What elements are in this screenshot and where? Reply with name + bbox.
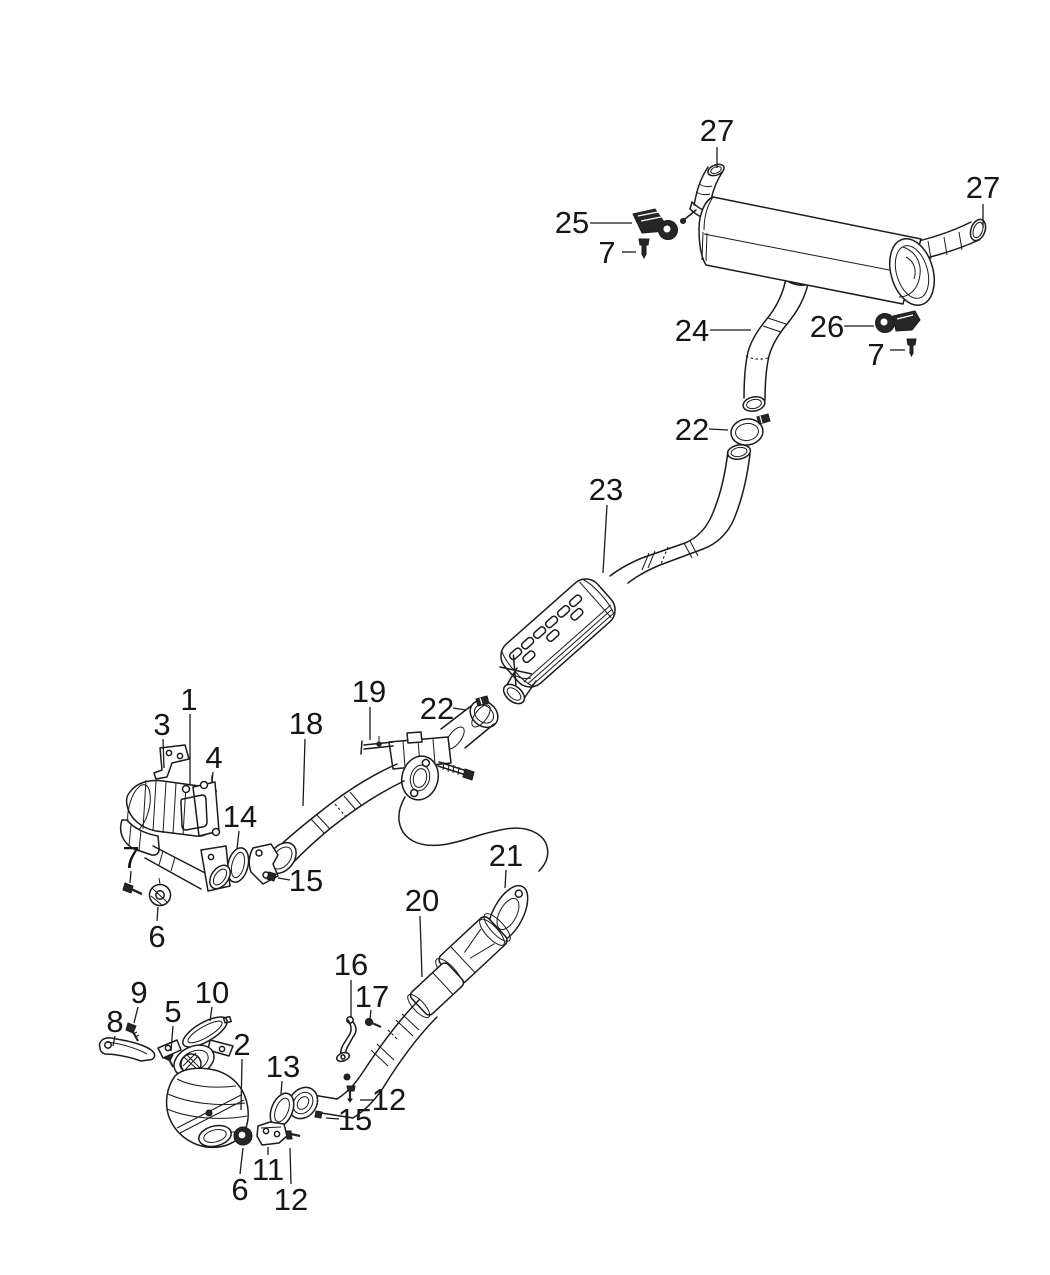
callout-22: 22 xyxy=(675,412,709,447)
callout-2: 2 xyxy=(233,1027,250,1062)
leader-line-2 xyxy=(240,1058,243,1111)
callout-3: 3 xyxy=(153,707,170,742)
callout-27: 27 xyxy=(966,170,1000,205)
callout-23: 23 xyxy=(589,472,623,507)
gasket-14 xyxy=(226,847,250,883)
bracket-3 xyxy=(153,744,190,780)
center-junction xyxy=(360,704,495,801)
bracket-8 xyxy=(98,1037,156,1062)
callout-12: 12 xyxy=(274,1182,308,1217)
callout-21: 21 xyxy=(489,838,523,873)
muffler xyxy=(698,196,936,306)
callout-7: 7 xyxy=(122,840,139,875)
leader-line-21 xyxy=(504,869,507,889)
resonator xyxy=(499,578,616,688)
leader-line-15 xyxy=(277,877,291,881)
leader-line-7 xyxy=(129,870,132,884)
leader-line-22 xyxy=(452,707,467,711)
screw-7-cat1 xyxy=(122,882,143,896)
leader-line-20 xyxy=(419,915,423,978)
catalytic-converter-2 xyxy=(98,1015,253,1149)
leader-line-5 xyxy=(170,1025,174,1052)
callout-4: 4 xyxy=(205,740,222,775)
hanger-bracket-16 xyxy=(335,1016,357,1063)
clamp-22-upper xyxy=(730,413,771,446)
callout-24: 24 xyxy=(675,313,709,348)
connection-curve xyxy=(398,796,549,872)
isolator-6-upper xyxy=(148,877,172,907)
screw-9 xyxy=(125,1022,140,1042)
callout-6: 6 xyxy=(231,1172,248,1207)
leader-line-14 xyxy=(236,830,240,850)
callout-20: 20 xyxy=(405,883,439,918)
resonator-pipe-23 xyxy=(609,444,752,584)
callout-15: 15 xyxy=(338,1102,372,1137)
bracket-11 xyxy=(256,1121,288,1146)
junction-flange xyxy=(400,755,440,801)
leader-line-18 xyxy=(302,738,306,807)
callout-1: 1 xyxy=(180,682,197,717)
isolator-6-lower xyxy=(230,1126,253,1146)
bolt-17 xyxy=(364,1017,382,1029)
leader-line-13 xyxy=(280,1080,283,1095)
callout-13: 13 xyxy=(266,1049,300,1084)
front-pipe-18 xyxy=(248,763,405,885)
clamp-22-lower xyxy=(469,695,499,729)
callout-22: 22 xyxy=(420,691,454,726)
leader-line-6 xyxy=(156,906,159,922)
leader-line-9 xyxy=(133,1006,139,1024)
callout-9: 9 xyxy=(130,975,147,1010)
callout-10: 10 xyxy=(195,975,229,1010)
callout-19: 19 xyxy=(352,674,386,709)
leader-line-22 xyxy=(708,428,729,431)
screw-7-front xyxy=(638,238,650,260)
extension-pipe-24 xyxy=(742,268,813,412)
bolt-15-pipe xyxy=(314,1110,323,1119)
callout-14: 14 xyxy=(223,799,257,834)
leader-line-4 xyxy=(211,771,214,783)
leader-line-6 xyxy=(239,1147,244,1175)
leader-line-3 xyxy=(162,738,165,769)
callout-26: 26 xyxy=(810,309,844,344)
leader-line-15 xyxy=(325,1117,340,1120)
screw-7-rear xyxy=(906,338,917,358)
leader-line-23 xyxy=(602,504,608,574)
catalytic-converter-1 xyxy=(119,744,231,907)
callout-16: 16 xyxy=(334,947,368,982)
callout-7: 7 xyxy=(867,337,884,372)
bolt-12-bracket xyxy=(285,1130,301,1140)
screw-12-pipe xyxy=(346,1085,356,1103)
bolt-15-front xyxy=(266,871,277,882)
callout-12: 12 xyxy=(372,1082,406,1117)
leader-line-8 xyxy=(112,1035,116,1047)
catalytic-pipe-20 xyxy=(287,913,511,1120)
callout-7: 7 xyxy=(598,235,615,270)
leader-line-12 xyxy=(289,1147,292,1185)
flange-stud xyxy=(437,761,475,781)
resonator-outlet xyxy=(502,667,537,705)
callout-11: 11 xyxy=(252,1152,284,1187)
hanger-bracket-25 xyxy=(632,208,678,240)
callout-27: 27 xyxy=(700,113,734,148)
callout-17: 17 xyxy=(355,979,389,1014)
leader-line-17 xyxy=(369,1009,372,1020)
callout-15: 15 xyxy=(289,863,323,898)
callout-8: 8 xyxy=(106,1004,123,1039)
callout-6: 6 xyxy=(148,919,165,954)
callout-18: 18 xyxy=(289,706,323,741)
leader-line-10 xyxy=(209,1006,213,1022)
callout-5: 5 xyxy=(164,994,181,1029)
hanger-bracket-26 xyxy=(875,310,921,333)
callout-25: 25 xyxy=(555,205,589,240)
support-rod-19 xyxy=(360,736,394,755)
